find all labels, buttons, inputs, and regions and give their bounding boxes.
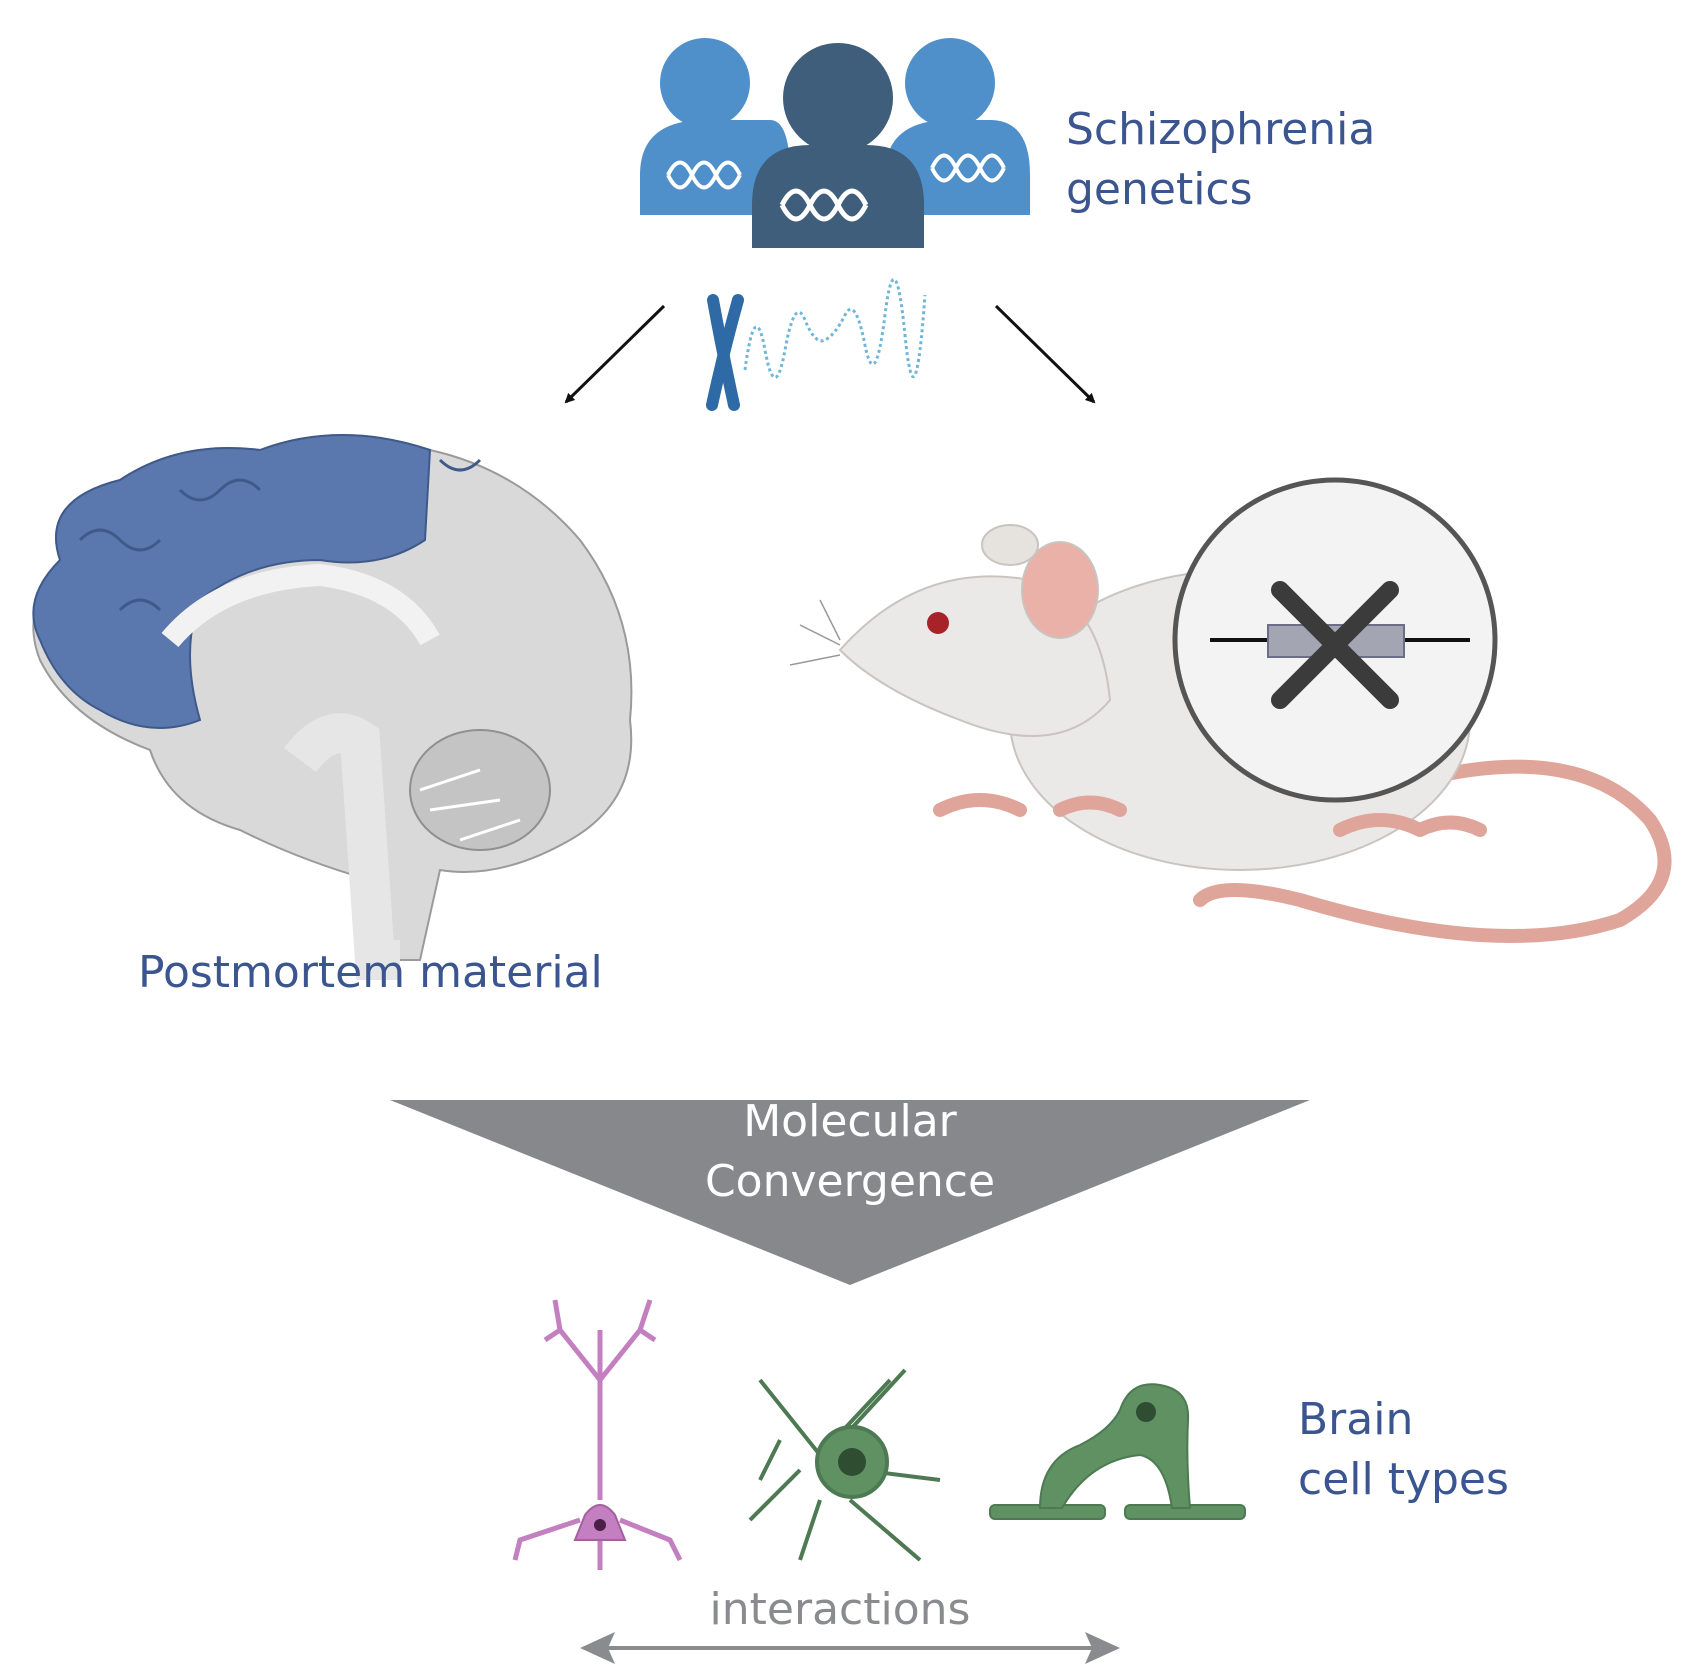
astrocyte-icon: [748, 1368, 941, 1562]
convergence-funnel: [390, 1100, 1310, 1285]
pyramidal-neuron-icon: [512, 1299, 683, 1570]
gene-knockout-icon: [1172, 477, 1498, 803]
interactions-arrow: [580, 1632, 1120, 1664]
convergence-line-2: Convergence: [704, 1156, 996, 1207]
genetics-label-line-1: Schizophrenia: [1066, 104, 1376, 155]
celltypes-line-1: Brain: [1298, 1394, 1414, 1445]
interactions-label: interactions: [709, 1584, 971, 1635]
brain-cell-types-label: Brain cell types: [1298, 1390, 1509, 1510]
brain-icon: [32, 434, 633, 980]
oligodendrocyte-icon: [989, 1383, 1246, 1520]
postmortem-material-label: Postmortem material: [138, 943, 603, 1003]
genetics-label-line-2: genetics: [1066, 164, 1253, 215]
convergence-line-1: Molecular: [743, 1096, 957, 1147]
arrow-to-mouse: [994, 304, 1096, 404]
molecular-convergence-label: Molecular Convergence: [680, 1092, 1020, 1212]
arrow-to-brain: [564, 304, 666, 404]
postmortem-label-text: Postmortem material: [138, 947, 603, 998]
chromosome-icon: [706, 278, 927, 411]
celltypes-line-2: cell types: [1298, 1454, 1509, 1505]
schizophrenia-genetics-label: Schizophrenia genetics: [1066, 100, 1375, 220]
people-dna-icon: [640, 38, 1030, 248]
